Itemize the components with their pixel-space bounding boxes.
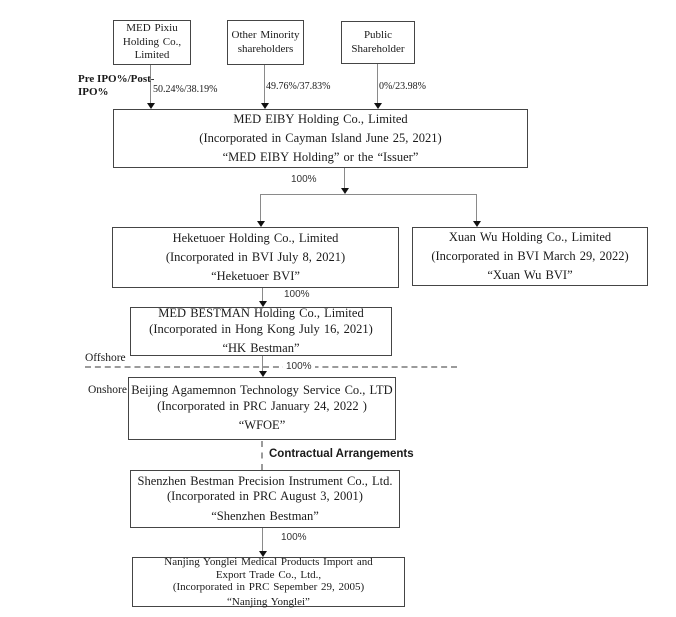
arrow-down-icon bbox=[259, 301, 267, 307]
entity-incorporation: (Incorporated in Cayman Island June 25, … bbox=[199, 131, 442, 145]
entity-name: MED Pixiu Holding Co., Limited bbox=[122, 22, 182, 62]
ownership-pct: 100% bbox=[284, 289, 310, 300]
connector-line bbox=[262, 528, 263, 551]
connector-line bbox=[260, 194, 477, 195]
connector-line bbox=[264, 65, 265, 104]
offshore-label: Offshore bbox=[85, 352, 126, 364]
connector-line bbox=[150, 65, 151, 104]
entity-box-hk-bestman: MED BESTMAN Holding Co., Limited (Incorp… bbox=[130, 306, 392, 356]
entity-name: Heketuoer Holding Co., Limited bbox=[172, 231, 339, 245]
entity-alias: “HK Bestman” bbox=[222, 341, 300, 356]
onshore-label: Onshore bbox=[88, 384, 127, 396]
arrow-down-icon bbox=[259, 551, 267, 557]
entity-incorporation: (Incorporated in PRC January 24, 2022 ) bbox=[157, 398, 367, 413]
arrow-down-icon bbox=[147, 103, 155, 109]
entity-box-nanjing-yonglei: Nanjing Yonglei Medical Products Import … bbox=[132, 556, 405, 608]
connector-line bbox=[262, 356, 263, 371]
entity-box-issuer: MED EIBY Holding Co., Limited (Incorpora… bbox=[113, 109, 528, 168]
ownership-pct: 0%/23.98% bbox=[379, 81, 426, 92]
entity-name: MED BESTMAN Holding Co., Limited bbox=[158, 306, 364, 321]
entity-name: Other Minority shareholders bbox=[231, 29, 300, 55]
entity-name: Xuan Wu Holding Co., Limited bbox=[448, 230, 612, 244]
entity-box-med-pixiu: MED Pixiu Holding Co., Limited bbox=[113, 20, 191, 65]
entity-name: Shenzhen Bestman Precision Instrument Co… bbox=[137, 473, 393, 488]
ownership-pct: 100% bbox=[283, 361, 315, 372]
arrow-down-icon bbox=[257, 221, 265, 227]
connector-line bbox=[262, 288, 263, 301]
entity-alias: “Nanjing Yonglei” bbox=[227, 595, 310, 608]
ownership-pct: 50.24%/38.19% bbox=[153, 84, 218, 95]
entity-box-heketuoer: Heketuoer Holding Co., Limited (Incorpor… bbox=[112, 227, 399, 288]
entity-alias: “Xuan Wu BVI” bbox=[487, 268, 573, 282]
entity-incorporation: (Incorporated in PRC Sepember 29, 2005) bbox=[172, 581, 365, 593]
entity-box-shenzhen-bestman: Shenzhen Bestman Precision Instrument Co… bbox=[130, 470, 400, 528]
pre-post-ipo-label: Pre IPO%/Post-IPO% bbox=[78, 73, 155, 98]
contractual-arrangements-label: Contractual Arrangements bbox=[269, 448, 414, 460]
arrow-down-icon bbox=[261, 103, 269, 109]
ownership-pct: 100% bbox=[291, 174, 317, 185]
connector-line bbox=[344, 168, 345, 189]
entity-box-xuanwu: Xuan Wu Holding Co., Limited (Incorporat… bbox=[412, 227, 648, 286]
entity-incorporation: (Incorporated in Hong Kong July 16, 2021… bbox=[149, 321, 373, 336]
entity-alias: “WFOE” bbox=[238, 418, 286, 433]
contractual-dashed-line bbox=[261, 441, 263, 470]
arrow-down-icon bbox=[473, 221, 481, 227]
ownership-pct: 49.76%/37.83% bbox=[266, 81, 331, 92]
entity-incorporation: (Incorporated in BVI March 29, 2022) bbox=[431, 249, 629, 263]
entity-alias: “Heketuoer BVI” bbox=[211, 269, 300, 283]
entity-name: Export Trade Co., Ltd., bbox=[215, 568, 322, 581]
ownership-pct: 100% bbox=[281, 532, 307, 543]
entity-name: Nanjing Yonglei Medical Products Import … bbox=[164, 556, 373, 568]
entity-name: Public Shareholder bbox=[351, 29, 405, 55]
arrow-down-icon bbox=[259, 371, 267, 377]
entity-box-wfoe: Beijing Agamemnon Technology Service Co.… bbox=[128, 377, 396, 440]
arrow-down-icon bbox=[341, 188, 349, 194]
entity-alias: “MED EIBY Holding” or the “Issuer” bbox=[222, 150, 419, 164]
entity-box-other-minority: Other Minority shareholders bbox=[227, 20, 304, 65]
connector-line bbox=[476, 194, 477, 221]
entity-incorporation: (Incorporated in BVI July 8, 2021) bbox=[165, 250, 346, 264]
offshore-onshore-divider bbox=[85, 366, 457, 368]
connector-line bbox=[377, 64, 378, 104]
connector-line bbox=[260, 194, 261, 221]
entity-name: Beijing Agamemnon Technology Service Co.… bbox=[131, 383, 393, 398]
entity-box-public-shareholder: Public Shareholder bbox=[341, 21, 415, 64]
entity-alias: “Shenzhen Bestman” bbox=[211, 508, 319, 523]
arrow-down-icon bbox=[374, 103, 382, 109]
entity-name: MED EIBY Holding Co., Limited bbox=[233, 112, 408, 126]
entity-incorporation: (Incorporated in PRC August 3, 2001) bbox=[167, 489, 363, 504]
